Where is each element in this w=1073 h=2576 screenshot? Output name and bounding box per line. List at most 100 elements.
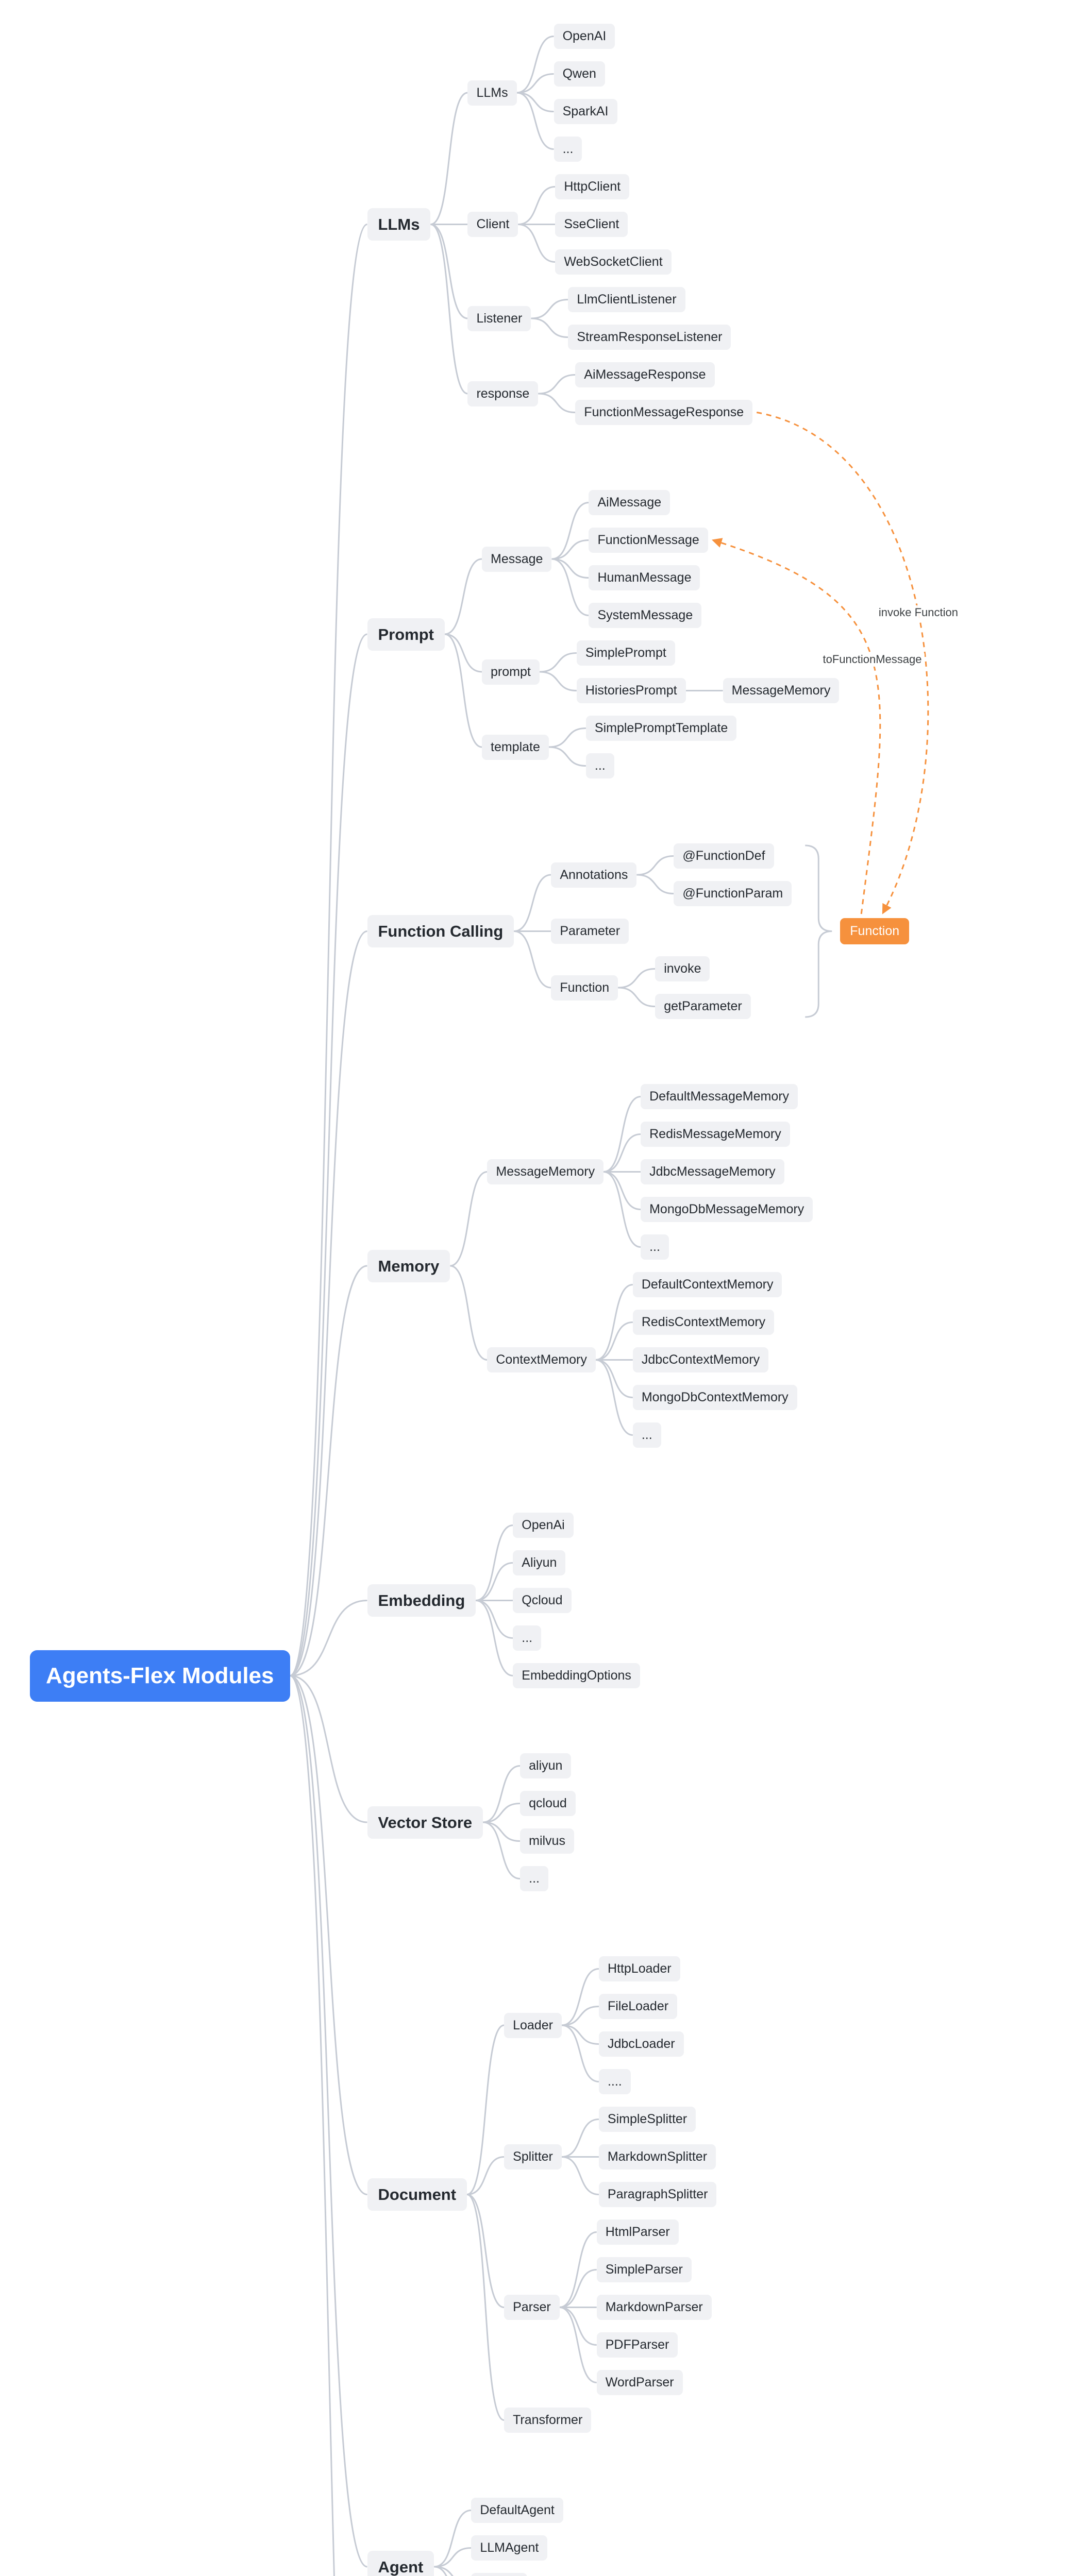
node-ellipsis[interactable]: ... <box>585 753 614 778</box>
branch-embedding[interactable]: Embedding <box>367 1584 476 1617</box>
node-aliyun[interactable]: aliyun <box>520 1753 572 1778</box>
node-simpleparser[interactable]: SimpleParser <box>596 2257 692 2282</box>
node-jdbccontextmemory[interactable]: JdbcContextMemory <box>632 1347 769 1372</box>
node-wordparser[interactable]: WordParser <box>596 2370 683 2395</box>
node-functionmessageresponse[interactable]: FunctionMessageResponse <box>575 400 753 425</box>
node-client[interactable]: Client <box>467 212 518 237</box>
function-accent-node[interactable]: Function <box>840 918 910 944</box>
node-ellipsis[interactable]: ... <box>641 1234 669 1260</box>
node-function[interactable]: Function <box>551 975 618 1001</box>
node-sparkai[interactable]: SparkAI <box>554 99 617 124</box>
node-aimessage[interactable]: AiMessage <box>589 490 670 515</box>
node-systemmessage[interactable]: SystemMessage <box>589 603 702 628</box>
node-pdfparser[interactable]: PDFParser <box>596 2332 678 2358</box>
node-redismessagememory[interactable]: RedisMessageMemory <box>641 1122 790 1147</box>
node-htmlparser[interactable]: HtmlParser <box>596 2219 679 2245</box>
mindmap-row: RedisContextMemory <box>632 1310 775 1335</box>
mindmap-row: LlmClientListener <box>568 287 685 312</box>
branch-memory[interactable]: Memory <box>367 1249 450 1282</box>
node-ellipsis[interactable]: ... <box>513 1625 542 1651</box>
node-markdownsplitter[interactable]: MarkdownSplitter <box>598 2144 716 2170</box>
branch-function-calling[interactable]: Function Calling <box>367 915 514 947</box>
root-node[interactable]: Agents-Flex Modules <box>30 1650 290 1702</box>
node-functionparam[interactable]: @FunctionParam <box>674 881 792 906</box>
node-llmagent[interactable]: LLMAgent <box>471 2535 548 2561</box>
branch-document[interactable]: Document <box>367 2178 467 2211</box>
node-annotations[interactable]: Annotations <box>551 862 637 888</box>
node-humanmessage[interactable]: HumanMessage <box>589 565 700 590</box>
mindmap-row: DefaultContextMemory <box>632 1272 782 1297</box>
node-aliyun[interactable]: Aliyun <box>513 1550 566 1575</box>
node-llmclientlistener[interactable]: LlmClientListener <box>568 287 685 312</box>
node-qwen[interactable]: Qwen <box>554 61 605 87</box>
node-parser[interactable]: Parser <box>504 2295 560 2320</box>
node-mongodbcontextmemory[interactable]: MongoDbContextMemory <box>632 1385 797 1410</box>
node-openai[interactable]: OpenAi <box>513 1513 574 1538</box>
node-template[interactable]: template <box>482 734 549 760</box>
mindmap-row: Transformer <box>504 2408 592 2433</box>
node-ellipsis[interactable]: .... <box>598 2069 631 2094</box>
node-defaultcontextmemory[interactable]: DefaultContextMemory <box>632 1272 782 1297</box>
node-messagememory[interactable]: MessageMemory <box>723 678 840 703</box>
node-splitter[interactable]: Splitter <box>504 2144 562 2170</box>
children-column: invoke getParameter <box>655 956 751 1019</box>
node-aimessageresponse[interactable]: AiMessageResponse <box>575 362 715 387</box>
node-invoke[interactable]: invoke <box>655 956 710 981</box>
node-embeddingoptions[interactable]: EmbeddingOptions <box>513 1663 640 1688</box>
node-streamresponselistener[interactable]: StreamResponseListener <box>568 325 731 350</box>
node-functiondef[interactable]: @FunctionDef <box>674 843 774 869</box>
mindmap-row: Parameter <box>551 919 629 944</box>
mindmap-row: @FunctionDef <box>674 843 774 869</box>
node-httpclient[interactable]: HttpClient <box>555 174 630 199</box>
node-ellipsis[interactable]: ... <box>632 1422 661 1448</box>
node-defaultagent[interactable]: DefaultAgent <box>471 2498 563 2523</box>
node-markdownparser[interactable]: MarkdownParser <box>596 2295 712 2320</box>
node-prompt[interactable]: prompt <box>482 659 540 685</box>
node-output[interactable]: Output <box>471 2573 528 2576</box>
node-mongodbmessagememory[interactable]: MongoDbMessageMemory <box>641 1197 813 1222</box>
node-websocketclient[interactable]: WebSocketClient <box>555 249 672 275</box>
mindmap-row: ... <box>641 1234 669 1260</box>
branch-vector-store[interactable]: Vector Store <box>367 1806 483 1839</box>
branch-llms[interactable]: LLMs <box>367 208 431 241</box>
mindmap-row: HtmlParser <box>596 2219 679 2245</box>
node-fileloader[interactable]: FileLoader <box>598 1994 678 2019</box>
node-jdbcloader[interactable]: JdbcLoader <box>598 2031 684 2057</box>
node-transformer[interactable]: Transformer <box>504 2408 592 2433</box>
node-qcloud[interactable]: Qcloud <box>513 1588 572 1613</box>
mindmap-row: OpenAI <box>554 24 615 49</box>
node-ellipsis[interactable]: ... <box>554 137 582 162</box>
branch-agent[interactable]: Agent <box>367 2550 434 2576</box>
node-simplesplitter[interactable]: SimpleSplitter <box>598 2107 696 2132</box>
node-historiesprompt[interactable]: HistoriesPrompt <box>576 678 686 703</box>
node-qcloud[interactable]: qcloud <box>520 1791 576 1816</box>
node-ellipsis[interactable]: ... <box>520 1866 548 1891</box>
node-functionmessage[interactable]: FunctionMessage <box>589 528 708 553</box>
node-simpleprompt[interactable]: SimplePrompt <box>576 640 675 666</box>
node-paragraphsplitter[interactable]: ParagraphSplitter <box>598 2182 717 2207</box>
node-sseclient[interactable]: SseClient <box>555 212 628 237</box>
node-rediscontextmemory[interactable]: RedisContextMemory <box>632 1310 775 1335</box>
mindmap-row: HumanMessage <box>589 565 700 590</box>
node-parameter[interactable]: Parameter <box>551 919 629 944</box>
node-llms[interactable]: LLMs <box>467 80 517 106</box>
node-defaultmessagememory[interactable]: DefaultMessageMemory <box>641 1084 798 1109</box>
branch-prompt[interactable]: Prompt <box>367 618 445 651</box>
node-message[interactable]: Message <box>482 546 552 572</box>
node-contextmemory[interactable]: ContextMemory <box>487 1347 596 1372</box>
mindmap-row: JdbcLoader <box>598 2031 684 2057</box>
node-response[interactable]: response <box>467 381 539 406</box>
node-simpleprompttemplate[interactable]: SimplePromptTemplate <box>585 716 737 741</box>
node-loader[interactable]: Loader <box>504 2012 562 2038</box>
node-getparameter[interactable]: getParameter <box>655 994 751 1019</box>
node-milvus[interactable]: milvus <box>520 1828 574 1854</box>
node-listener[interactable]: Listener <box>467 306 531 331</box>
node-openai[interactable]: OpenAI <box>554 24 615 49</box>
node-jdbcmessagememory[interactable]: JdbcMessageMemory <box>641 1159 784 1184</box>
mindmap-row: FileLoader <box>598 1994 678 2019</box>
node-httploader[interactable]: HttpLoader <box>598 1956 680 1981</box>
node-messagememory[interactable]: MessageMemory <box>487 1159 604 1184</box>
